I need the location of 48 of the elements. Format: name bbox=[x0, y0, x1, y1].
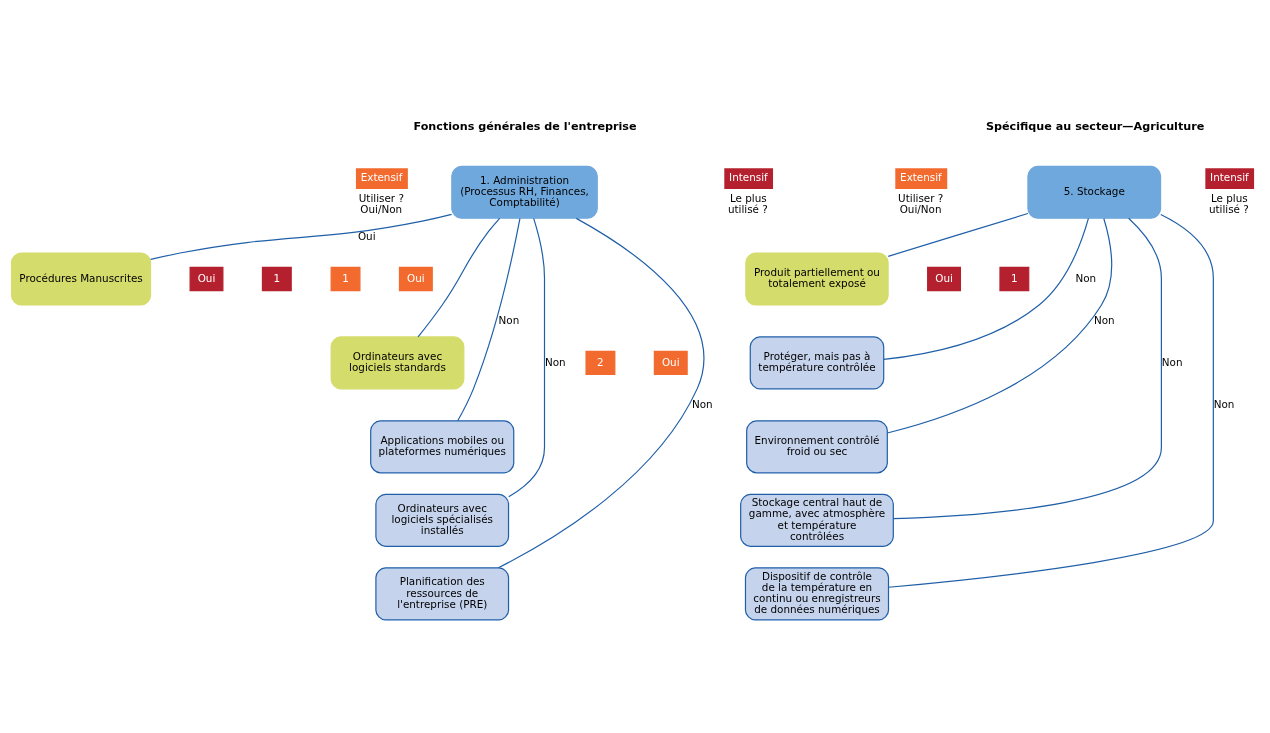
node-box: Protéger, mais pas à température contrôlée bbox=[749, 336, 885, 390]
node-box: 1 bbox=[330, 266, 361, 292]
node-box: Intensif bbox=[1205, 168, 1255, 190]
connector bbox=[892, 217, 1162, 520]
node-box: Oui bbox=[927, 266, 961, 292]
label: Spécifique au secteur—Agriculture bbox=[985, 119, 1205, 133]
node-box: 5. Stockage bbox=[1027, 165, 1162, 219]
connector bbox=[417, 217, 501, 338]
label: Fonctions générales de l'entreprise bbox=[413, 119, 637, 133]
node-box: Planification des ressources de l'entreprise (PRE) bbox=[375, 567, 510, 621]
connector bbox=[886, 217, 1113, 434]
node-box: 1. Administration (Processus RH, Finances, Comptabilité) bbox=[451, 165, 598, 219]
node-label: Utiliser ? Oui/Non bbox=[358, 192, 404, 216]
edge-label: Non bbox=[1093, 313, 1115, 326]
node-box: 1 bbox=[999, 266, 1030, 292]
node-box: Intensif bbox=[724, 168, 774, 190]
node-box: Dispositif de contrôle de la température en continu ou enregistreurs de données numériques bbox=[744, 567, 890, 621]
edge-label: Non bbox=[498, 313, 520, 326]
node-box: Stockage central haut de gamme, avec atmosphère et température contrôlées bbox=[740, 493, 894, 547]
node-box: Applications mobiles ou plateformes numériques bbox=[370, 420, 515, 474]
edge-label: Oui bbox=[357, 229, 376, 242]
node-box: 1 bbox=[261, 266, 292, 292]
edge-label: Non bbox=[1075, 271, 1097, 284]
node-label: Le plus utilisé ? bbox=[727, 192, 768, 216]
node-box: Ordinateurs avec logiciels spécialisés installés bbox=[375, 493, 510, 547]
node-box: Extensif bbox=[355, 168, 408, 190]
node-box: Environnement contrôlé froid ou sec bbox=[746, 420, 888, 474]
connector bbox=[883, 217, 1090, 361]
connector bbox=[497, 217, 705, 569]
connector bbox=[457, 217, 521, 422]
node-box: Procédures Manuscrites bbox=[10, 252, 152, 306]
edge-label: Non bbox=[544, 355, 566, 368]
connector bbox=[150, 213, 453, 261]
edge-label: Non bbox=[691, 397, 713, 410]
node-box: Oui bbox=[398, 266, 433, 292]
edge-label: Non bbox=[1213, 397, 1235, 410]
node-box: 2 bbox=[585, 350, 616, 376]
node-label: Utiliser ? Oui/Non bbox=[898, 192, 944, 216]
connector bbox=[887, 213, 1214, 588]
edge-label: Non bbox=[1161, 355, 1183, 368]
node-label: Le plus utilisé ? bbox=[1208, 192, 1249, 216]
node-box: Produit partiellement ou totalement exposé bbox=[745, 252, 889, 306]
connector bbox=[508, 217, 546, 498]
node-box: Extensif bbox=[895, 168, 948, 190]
node-box: Oui bbox=[653, 350, 688, 376]
connector bbox=[887, 212, 1029, 257]
node-box: Oui bbox=[189, 266, 224, 292]
node-box: Ordinateurs avec logiciels standards bbox=[330, 336, 465, 390]
